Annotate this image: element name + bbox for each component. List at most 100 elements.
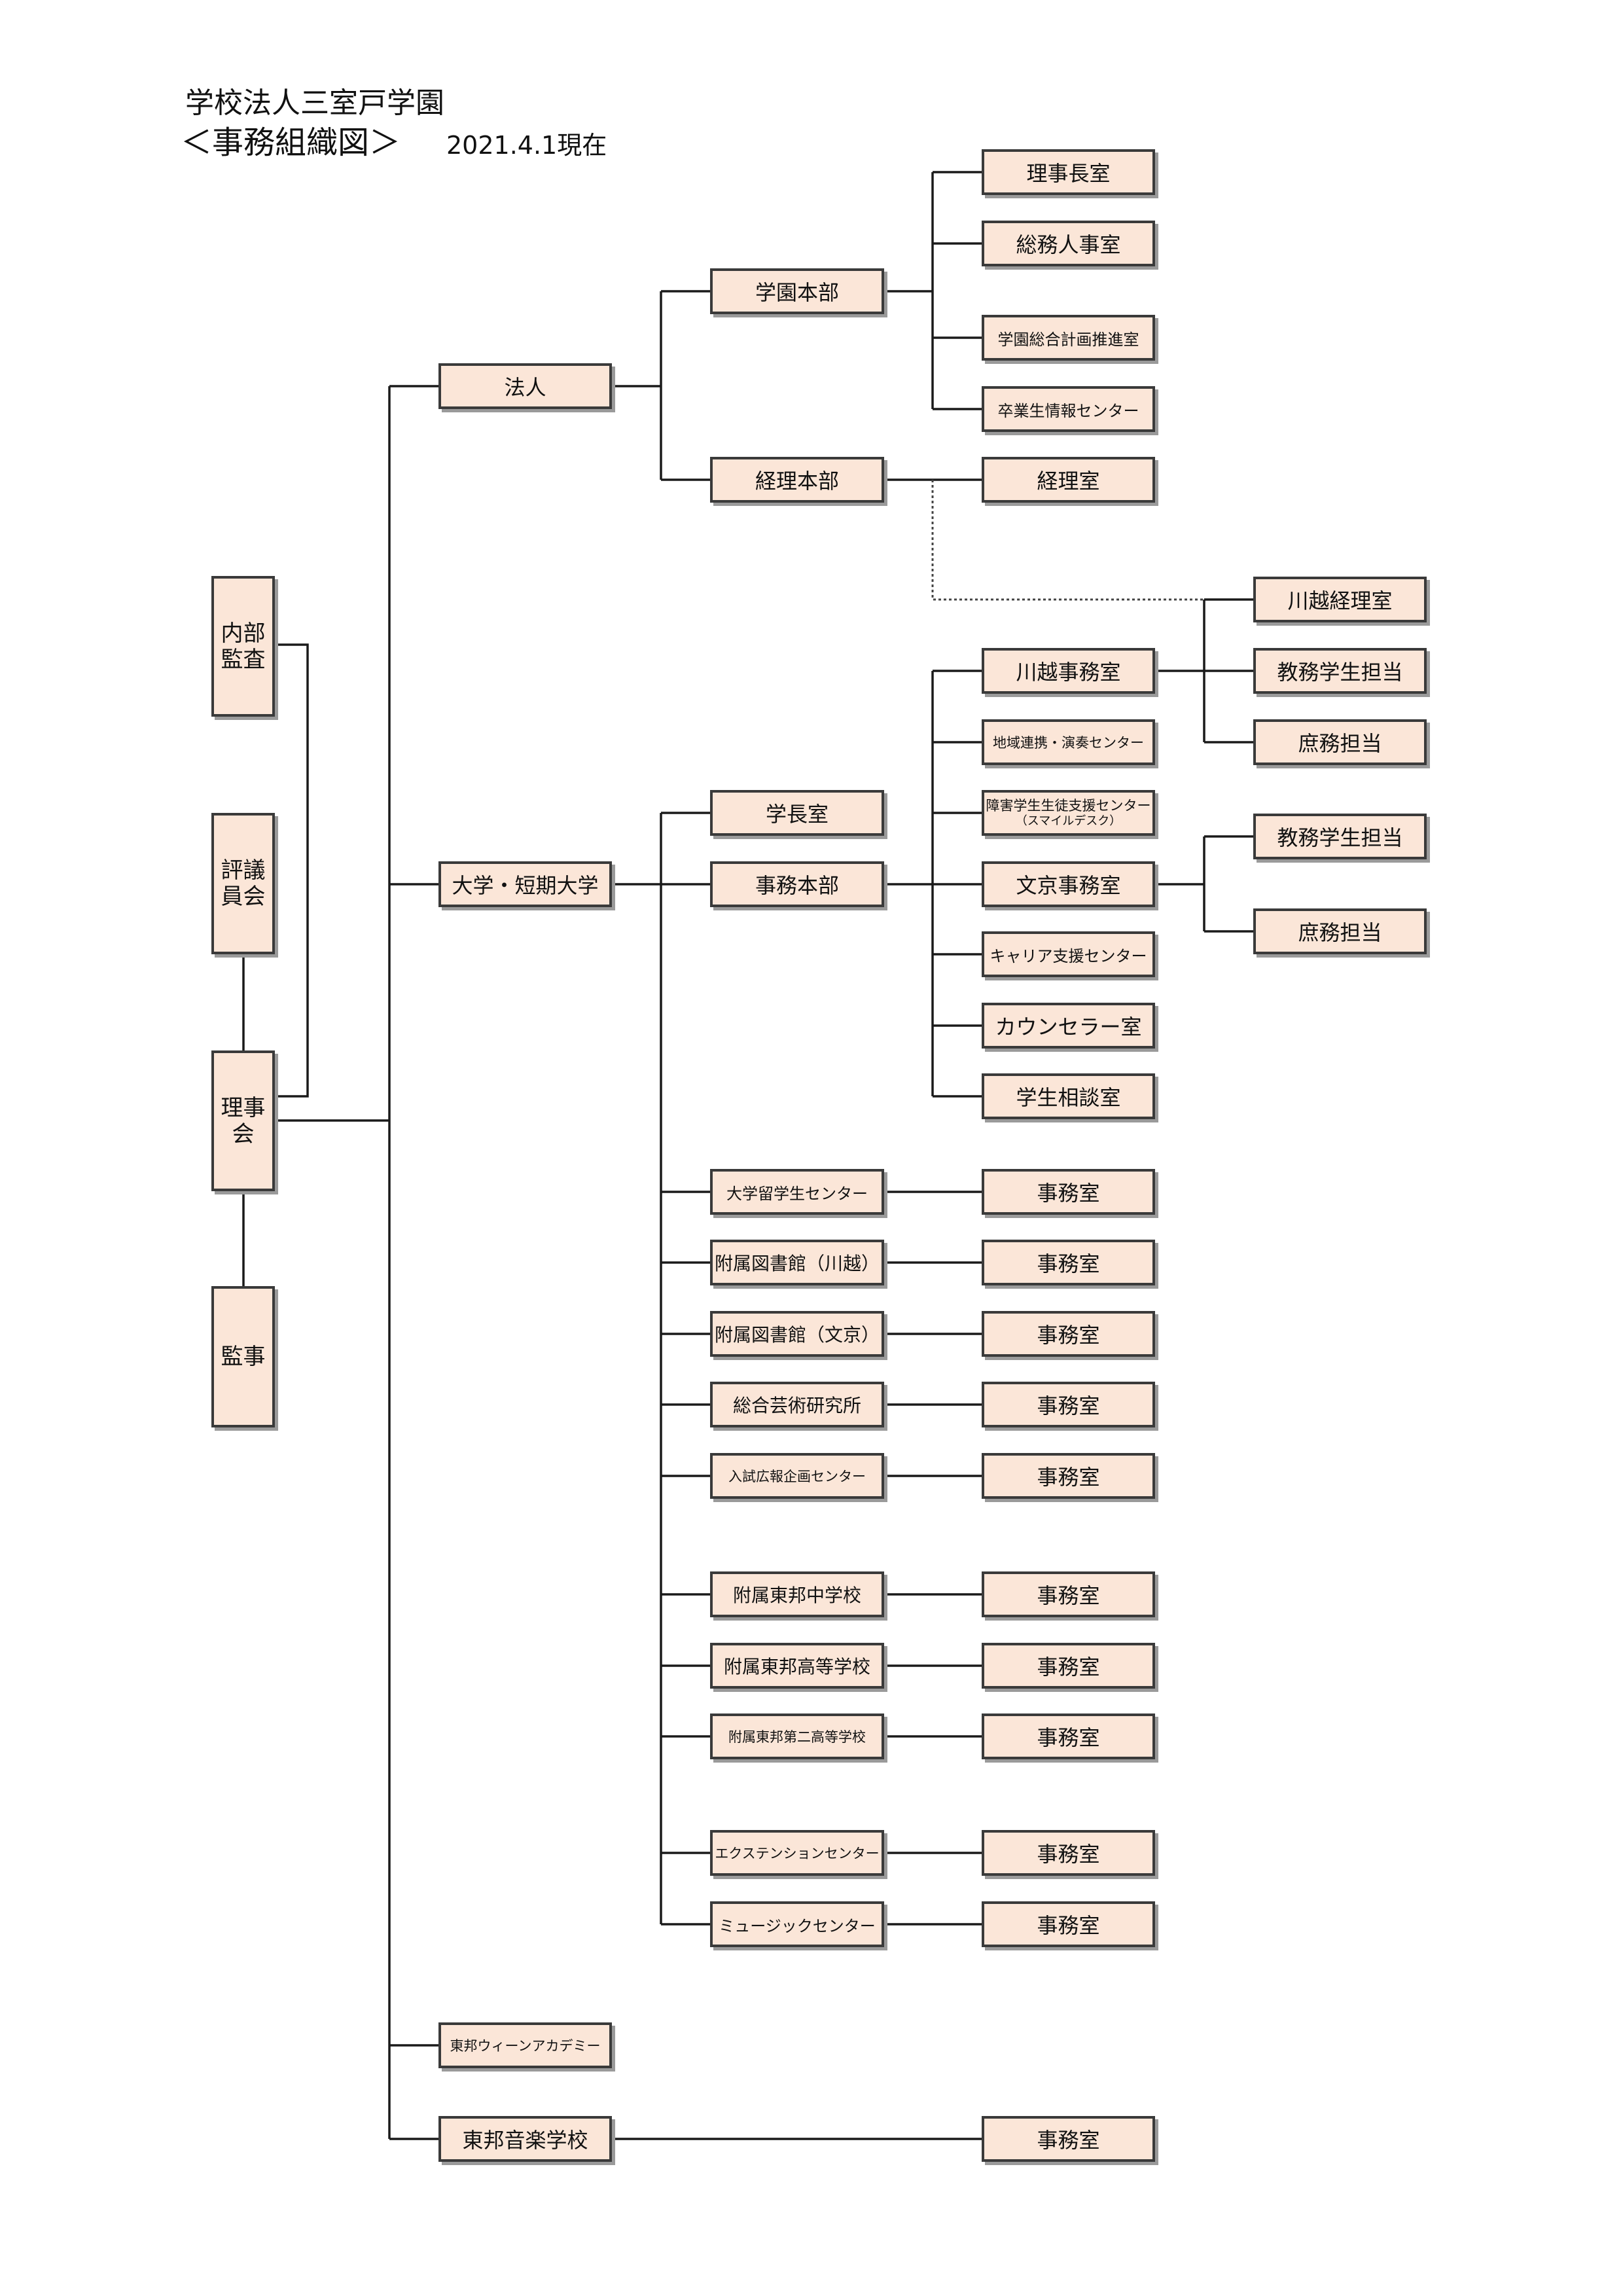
academy-hq-box: 学園本部 [710, 268, 884, 314]
bunkyo-general-label: 庶務担当 [1298, 920, 1382, 945]
chart-title: ＜事務組織図＞ [181, 124, 401, 161]
intl-student-center-label: 大学留学生センター [726, 1184, 868, 1203]
organization-name: 学校法人三室戸学園 [185, 86, 444, 120]
kawagoe-accounting-label: 川越経理室 [1287, 588, 1393, 613]
board-label: 理事会 [221, 1094, 266, 1147]
office-label: 事務室 [1037, 1393, 1100, 1418]
office-label: 事務室 [1037, 1913, 1100, 1938]
vienna-academy-label: 東邦ウィーンアカデミー [450, 2038, 601, 2054]
kawagoe-general-box: 庶務担当 [1253, 719, 1427, 765]
admissions-center-label: 入試広報企画センター [728, 1469, 866, 1484]
auditor-label: 監事 [221, 1344, 266, 1370]
accounting-hq-box: 経理本部 [710, 457, 884, 503]
regional-center-label: 地域連携・演奏センター [993, 735, 1144, 751]
career-center-label: キャリア支援センター [990, 946, 1147, 965]
student-consultation-label: 学生相談室 [1016, 1085, 1121, 1110]
intl-student-center-box: 大学留学生センター [710, 1169, 884, 1215]
junior-high-office-box: 事務室 [982, 1571, 1155, 1617]
bunkyo-academic-box: 教務学生担当 [1253, 814, 1427, 859]
music-school-label: 東邦音楽学校 [462, 2128, 588, 2153]
office-label: 事務室 [1037, 1725, 1100, 1750]
second-high-school-office-box: 事務室 [982, 1713, 1155, 1759]
library-bunkyo-box: 附属図書館（文京） [710, 1311, 884, 1357]
junior-high-label: 附属東邦中学校 [732, 1585, 861, 1606]
chairman-office-label: 理事長室 [1026, 161, 1111, 186]
library-kawagoe-label: 附属図書館（川越） [714, 1253, 880, 1274]
office-label: 事務室 [1037, 1465, 1100, 1490]
bunkyo-general-box: 庶務担当 [1253, 908, 1427, 954]
council-box: 評議員会 [211, 813, 275, 954]
second-high-school-box: 附属東邦第二高等学校 [710, 1713, 884, 1759]
corporation-label: 法人 [504, 375, 546, 400]
accounting-office-box: 経理室 [982, 457, 1155, 503]
junior-high-box: 附属東邦中学校 [710, 1571, 884, 1617]
library-bunkyo-office-box: 事務室 [982, 1311, 1155, 1357]
kawagoe-general-label: 庶務担当 [1298, 731, 1382, 756]
planning-office-label: 学園総合計画推進室 [997, 330, 1139, 349]
office-label: 事務室 [1037, 1323, 1100, 1348]
bunkyo-office-label: 文京事務室 [1016, 873, 1121, 898]
music-center-label: ミュージックセンター [719, 1916, 876, 1935]
corporation-box: 法人 [438, 363, 612, 409]
kawagoe-academic-label: 教務学生担当 [1277, 660, 1403, 685]
arts-institute-office-box: 事務室 [982, 1382, 1155, 1427]
alumni-center-box: 卒業生情報センター [982, 386, 1155, 432]
high-school-box: 附属東邦高等学校 [710, 1643, 884, 1689]
kawagoe-accounting-box: 川越経理室 [1253, 577, 1427, 622]
library-kawagoe-box: 附属図書館（川越） [710, 1240, 884, 1285]
disability-support-text: 障害学生生徒支援センター （スマイルデスク） [986, 797, 1151, 829]
accounting-hq-label: 経理本部 [755, 469, 839, 493]
president-office-box: 学長室 [710, 790, 884, 836]
chairman-office-box: 理事長室 [982, 149, 1155, 195]
music-school-office-box: 事務室 [982, 2116, 1155, 2162]
office-label: 事務室 [1037, 2128, 1100, 2153]
high-school-label: 附属東邦高等学校 [723, 1656, 870, 1677]
music-center-box: ミュージックセンター [710, 1901, 884, 1947]
university-label: 大学・短期大学 [452, 873, 599, 898]
alumni-center-label: 卒業生情報センター [997, 401, 1139, 420]
president-office-label: 学長室 [765, 802, 829, 827]
academy-hq-label: 学園本部 [755, 280, 839, 305]
kawagoe-office-box: 川越事務室 [982, 648, 1155, 694]
intl-student-center-office-box: 事務室 [982, 1169, 1155, 1215]
office-label: 事務室 [1037, 1181, 1100, 1206]
general-affairs-hr-label: 総務人事室 [1016, 232, 1121, 257]
disability-support-label: 障害学生生徒支援センター [986, 798, 1151, 814]
disability-support-box: 障害学生生徒支援センター （スマイルデスク） [982, 790, 1155, 836]
general-affairs-hr-box: 総務人事室 [982, 221, 1155, 266]
career-center-box: キャリア支援センター [982, 931, 1155, 977]
office-label: 事務室 [1037, 1655, 1100, 1679]
extension-center-office-box: 事務室 [982, 1830, 1155, 1876]
university-box: 大学・短期大学 [438, 861, 612, 907]
library-kawagoe-office-box: 事務室 [982, 1240, 1155, 1285]
high-school-office-box: 事務室 [982, 1643, 1155, 1689]
board-box: 理事会 [211, 1050, 275, 1191]
as-of-date: 2021.4.1現在 [446, 131, 607, 160]
admin-hq-label: 事務本部 [755, 873, 839, 898]
extension-center-label: エクステンションセンター [715, 1846, 880, 1861]
counselor-room-box: カウンセラー室 [982, 1003, 1155, 1049]
kawagoe-academic-box: 教務学生担当 [1253, 648, 1427, 694]
disability-support-note: （スマイルデスク） [1015, 814, 1122, 828]
admissions-center-office-box: 事務室 [982, 1453, 1155, 1499]
office-label: 事務室 [1037, 1583, 1100, 1608]
arts-institute-box: 総合芸術研究所 [710, 1382, 884, 1427]
council-label: 評議員会 [221, 857, 266, 910]
office-label: 事務室 [1037, 1251, 1100, 1276]
kawagoe-office-label: 川越事務室 [1016, 660, 1121, 685]
internal-audit-box: 内部監査 [211, 576, 275, 717]
second-high-school-label: 附属東邦第二高等学校 [728, 1729, 866, 1745]
regional-center-box: 地域連携・演奏センター [982, 719, 1155, 765]
admin-hq-box: 事務本部 [710, 861, 884, 907]
vienna-academy-box: 東邦ウィーンアカデミー [438, 2022, 612, 2068]
bunkyo-academic-label: 教務学生担当 [1277, 825, 1403, 850]
student-consultation-box: 学生相談室 [982, 1073, 1155, 1119]
internal-audit-label: 内部監査 [221, 620, 266, 673]
auditor-box: 監事 [211, 1286, 275, 1427]
arts-institute-label: 総合芸術研究所 [732, 1395, 861, 1416]
library-bunkyo-label: 附属図書館（文京） [714, 1324, 880, 1346]
bunkyo-office-box: 文京事務室 [982, 861, 1155, 907]
planning-office-box: 学園総合計画推進室 [982, 315, 1155, 361]
accounting-office-label: 経理室 [1037, 469, 1100, 493]
